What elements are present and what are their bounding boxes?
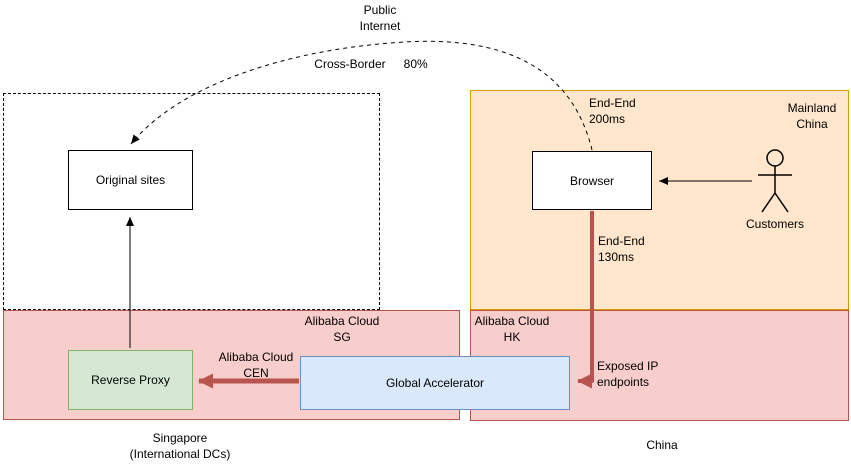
cross-border-label: Cross-Border 80% xyxy=(306,56,436,72)
original-sites-node: Original sites xyxy=(68,150,193,210)
browser-label: Browser xyxy=(569,173,614,188)
alibaba-cloud-sg-label: Alibaba Cloud SG xyxy=(304,314,380,345)
alibaba-cloud-cen-label: Alibaba Cloud CEN xyxy=(218,350,294,381)
cross-border-value: 80% xyxy=(403,57,428,71)
end-end-130ms-label: End-End 130ms xyxy=(598,234,645,265)
browser-node: Browser xyxy=(532,151,652,210)
global-accelerator-node: Global Accelerator xyxy=(300,356,570,410)
end-end-200ms-label: End-End 200ms xyxy=(589,96,636,127)
exposed-ip-endpoints-label: Exposed IP endpoints xyxy=(597,359,659,390)
reverse-proxy-node: Reverse Proxy xyxy=(68,350,193,410)
singapore-caption: Singapore (International DCs) xyxy=(129,431,231,462)
china-caption: China xyxy=(646,438,678,452)
original-sites-label: Original sites xyxy=(95,173,166,187)
global-accelerator-label: Global Accelerator xyxy=(385,376,485,390)
reverse-proxy-label: Reverse Proxy xyxy=(91,373,170,387)
customers-label: Customers xyxy=(745,217,804,231)
mainland-china-label: Mainland China xyxy=(787,101,837,132)
alibaba-cloud-hk-label: Alibaba Cloud HK xyxy=(474,314,550,345)
public-internet-label: Public Internet xyxy=(359,3,401,34)
cross-border-text: Cross-Border xyxy=(314,57,386,71)
